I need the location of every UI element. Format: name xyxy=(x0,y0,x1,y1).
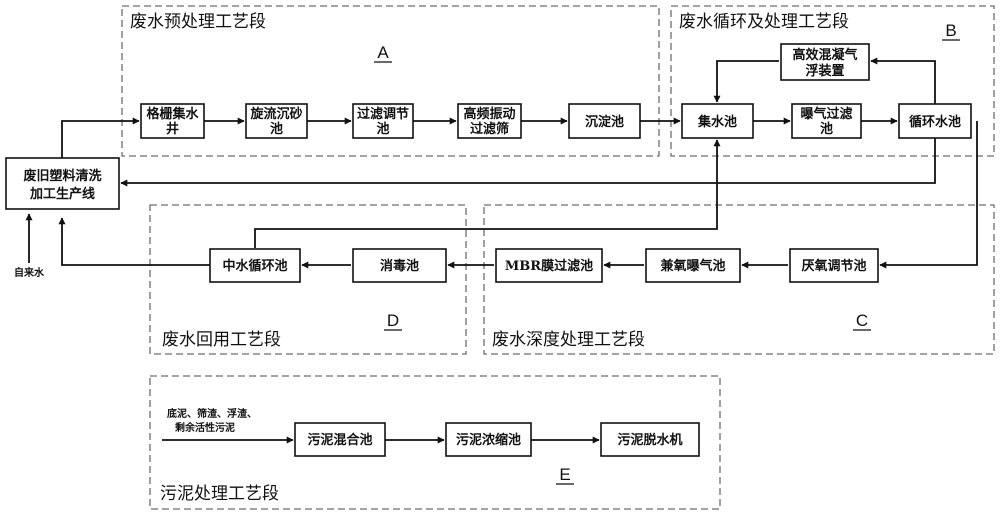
node-vibrating-screen-line1: 高频振动 xyxy=(463,106,515,122)
stage-c-box xyxy=(483,204,995,355)
node-sludge-dewater: 污泥脱水机 xyxy=(600,422,700,457)
node-vibrating-screen: 高频振动 过滤筛 xyxy=(457,103,522,139)
node-air-flotation: 高效混凝气 浮装置 xyxy=(780,43,870,81)
stage-d-letter: D xyxy=(387,311,399,330)
node-swirl-grit-line2: 池 xyxy=(270,121,283,137)
sludge-input-label-line1: 底泥、筛渣、浮渣、 xyxy=(167,407,257,420)
node-aeration-filter-line2: 池 xyxy=(820,121,833,137)
arrow-circulation-to-flotation xyxy=(870,57,936,104)
stage-d-box xyxy=(149,204,467,355)
stage-d-title: 废水回用工艺段 xyxy=(162,330,281,350)
node-sludge-mix-line1: 污泥混合池 xyxy=(307,432,372,448)
node-disinfection: 消毒池 xyxy=(352,248,447,283)
node-swirl-grit: 旋流沉砂 池 xyxy=(245,103,308,139)
node-disinfection-line1: 消毒池 xyxy=(380,258,419,274)
stage-a-title: 废水预处理工艺段 xyxy=(130,12,266,32)
node-circulation: 循环水池 xyxy=(898,103,972,139)
node-plastic-line: 废旧塑料清洗 加工生产线 xyxy=(5,157,120,210)
node-sedimentation-line1: 沉淀池 xyxy=(585,114,624,130)
node-mbr: MBR膜过滤池 xyxy=(495,248,603,283)
node-grid-well-line1: 格栅集水 xyxy=(146,106,199,122)
node-sludge-dewater-line1: 污泥脱水机 xyxy=(617,432,682,448)
node-anaerobic: 厌氧调节池 xyxy=(789,248,879,283)
node-circulation-line1: 循环水池 xyxy=(909,114,961,130)
arrow-reclaimed-to-production-line xyxy=(58,217,210,266)
node-grid-well-line2: 井 xyxy=(166,121,179,137)
node-facultative-line1: 兼氧曝气池 xyxy=(660,258,725,274)
node-filter-adjust: 过滤调节 池 xyxy=(352,103,414,139)
stage-b-title: 废水循环及处理工艺段 xyxy=(679,12,849,32)
stage-e-title: 污泥处理工艺段 xyxy=(160,484,279,504)
node-reclaimed-line1: 中水循环池 xyxy=(222,258,287,274)
node-filter-adjust-line1: 过滤调节 xyxy=(357,106,409,122)
node-plastic-line-line2: 加工生产线 xyxy=(29,186,95,202)
node-sludge-thicken-line1: 污泥浓缩池 xyxy=(456,432,521,448)
node-swirl-grit-line1: 旋流沉砂 xyxy=(249,106,302,122)
arrow-reclaimed-to-collection xyxy=(254,139,721,248)
node-sedimentation: 沉淀池 xyxy=(568,103,641,139)
node-reclaimed: 中水循环池 xyxy=(209,248,301,283)
node-grid-well: 格栅集水 井 xyxy=(140,103,205,139)
arrow-circulation-to-anaerobic xyxy=(879,121,978,269)
node-air-flotation-line1: 高效混凝气 xyxy=(792,47,857,63)
stage-c-title: 废水深度处理工艺段 xyxy=(492,330,645,350)
node-collection: 集水池 xyxy=(681,103,754,139)
node-sludge-thicken: 污泥浓缩池 xyxy=(445,422,532,457)
node-aeration-filter-line1: 曝气过滤 xyxy=(800,106,852,122)
sludge-input-label-line2: 剩余活性污泥 xyxy=(175,421,235,434)
stage-b-box xyxy=(670,5,995,157)
node-mbr-line1: MBR膜过滤池 xyxy=(505,258,593,274)
stage-c-letter: C xyxy=(856,311,868,330)
node-aeration-filter: 曝气过滤 池 xyxy=(791,103,862,139)
arrow-circulation-to-production-line xyxy=(120,138,936,187)
node-vibrating-screen-line2: 过滤筛 xyxy=(470,121,509,137)
stage-a-box xyxy=(121,5,660,157)
node-facultative: 兼氧曝气池 xyxy=(645,248,741,283)
arrow-flotation-to-collection xyxy=(713,60,779,103)
node-collection-line1: 集水池 xyxy=(697,114,737,130)
tap-water-label: 自来水 xyxy=(14,266,45,279)
node-sludge-mix: 污泥混合池 xyxy=(294,422,386,457)
node-anaerobic-line1: 厌氧调节池 xyxy=(801,258,866,274)
node-air-flotation-line2: 浮装置 xyxy=(805,63,844,79)
node-plastic-line-line1: 废旧塑料清洗 xyxy=(23,168,101,184)
node-filter-adjust-line2: 池 xyxy=(376,121,389,137)
arrow-production-line-to-grid-well xyxy=(61,117,140,158)
stage-a-letter: A xyxy=(377,43,389,62)
stage-b-letter: B xyxy=(945,21,956,40)
stage-e-letter: E xyxy=(559,465,570,484)
